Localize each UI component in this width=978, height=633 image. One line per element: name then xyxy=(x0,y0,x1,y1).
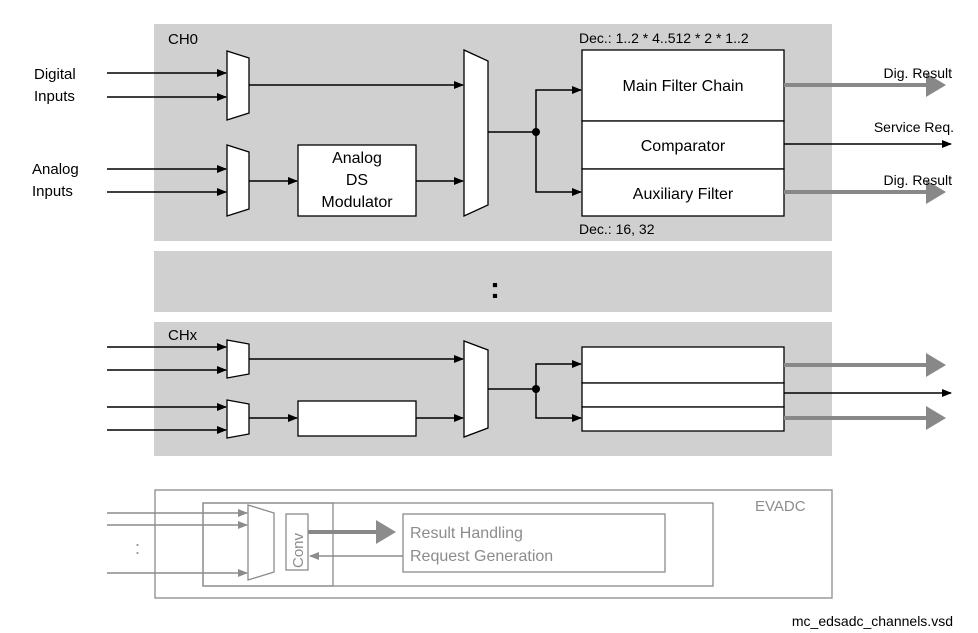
evadc-input-mux xyxy=(247,504,275,581)
ch0-label: CH0 xyxy=(168,31,198,48)
chx-digital-mux xyxy=(226,339,250,379)
ellipsis-dots: : xyxy=(490,272,500,305)
dec-bottom-label: Dec.: 16, 32 xyxy=(579,221,655,237)
evadc-conv-box xyxy=(285,513,309,571)
auxiliary-filter-box xyxy=(581,168,785,217)
chx-main-mux xyxy=(463,340,489,438)
request-generation-label: Request Generation xyxy=(410,548,553,565)
branch-to-main-filter xyxy=(535,86,582,132)
chx-label: CHx xyxy=(168,327,198,344)
chx-comparator-box xyxy=(581,382,785,408)
chx-branch-to-aux-filter xyxy=(535,389,582,422)
footer-filename: mc_edsadc_channels.vsd xyxy=(792,613,953,629)
chx-analog-mux xyxy=(226,399,250,439)
main-filter-chain-box xyxy=(581,49,785,122)
service-req-label: Service Req. xyxy=(874,119,954,135)
ch0-main-mux xyxy=(463,48,489,218)
comparator-label: Comparator xyxy=(641,138,726,155)
digital-input-mux xyxy=(226,50,250,121)
dig-result-label-2: Dig. Result xyxy=(884,172,953,188)
chx-branch-to-main-filter xyxy=(535,360,582,389)
evadc-conv-label: Conv xyxy=(290,532,307,568)
auxiliary-filter-label: Auxiliary Filter xyxy=(633,186,734,203)
chx-modulator-box xyxy=(297,400,417,437)
main-filter-chain-label: Main Filter Chain xyxy=(623,78,744,95)
branch-to-aux-filter xyxy=(535,132,582,196)
evadc-label: EVADC xyxy=(755,498,806,515)
channels-ellipsis-band: : xyxy=(154,251,832,312)
analog-input-mux xyxy=(226,144,250,217)
result-handling-box xyxy=(402,513,666,573)
evadc-conv-section xyxy=(202,502,334,587)
dig-result-label-1: Dig. Result xyxy=(884,65,953,81)
dec-top-label: Dec.: 1..2 * 4..512 * 2 * 1..2 xyxy=(579,30,749,46)
comparator-box xyxy=(581,120,785,170)
chx-auxiliary-filter-box xyxy=(581,406,785,432)
chx-main-filter-box xyxy=(581,346,785,384)
channel-chx: CHx xyxy=(107,322,952,456)
ellipsis-background xyxy=(154,251,832,312)
evadc-block: EVADC : Conv Result Handling Request Gen… xyxy=(107,489,833,599)
result-handling-label: Result Handling xyxy=(410,525,523,542)
evadc-input-dots: : xyxy=(135,538,140,558)
